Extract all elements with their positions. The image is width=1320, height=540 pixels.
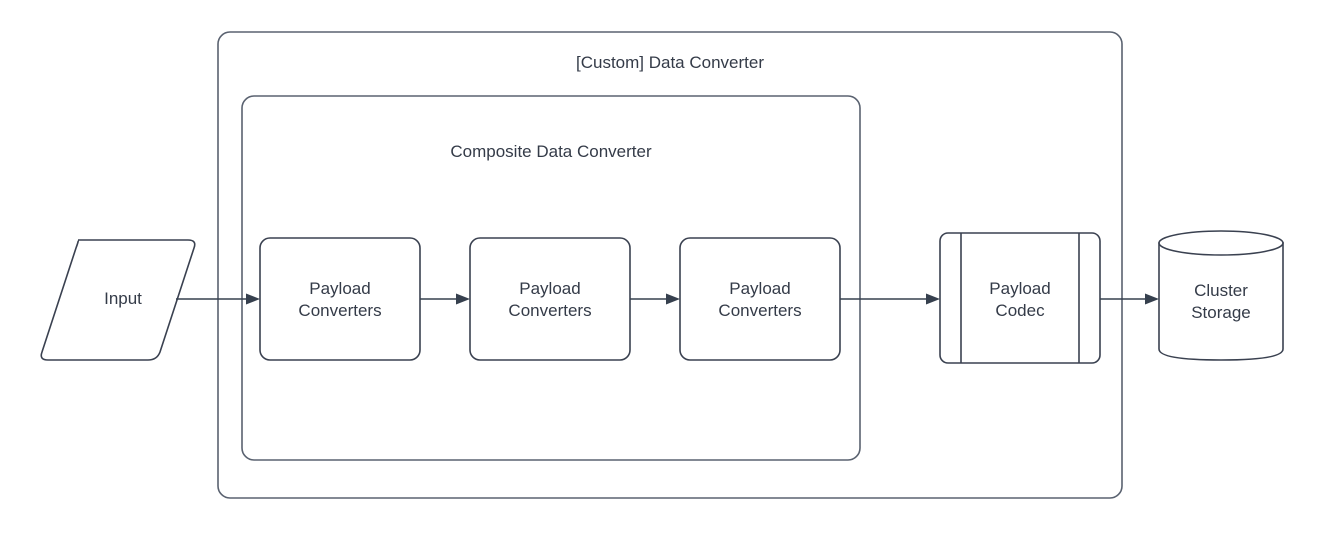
node-payload-codec-shape[interactable]	[939, 232, 1101, 364]
node-cluster-storage-top	[1158, 230, 1284, 256]
node-cluster-storage-body[interactable]	[1158, 242, 1284, 361]
edge-payload-codec-to-cluster-storage-arrowhead	[1145, 293, 1159, 305]
edge-converters-1-to-converters-2-arrowhead	[456, 293, 470, 305]
node-payload-converters-1-shape[interactable]	[259, 237, 421, 361]
edge-input-to-converters-1-arrowhead	[246, 293, 260, 305]
edge-converters-3-to-payload-codec-arrowhead	[926, 293, 940, 305]
edge-converters-2-to-converters-3-arrowhead	[666, 293, 680, 305]
node-payload-converters-3-shape[interactable]	[679, 237, 841, 361]
node-input-shape[interactable]	[40, 239, 196, 361]
node-payload-converters-2-shape[interactable]	[469, 237, 631, 361]
